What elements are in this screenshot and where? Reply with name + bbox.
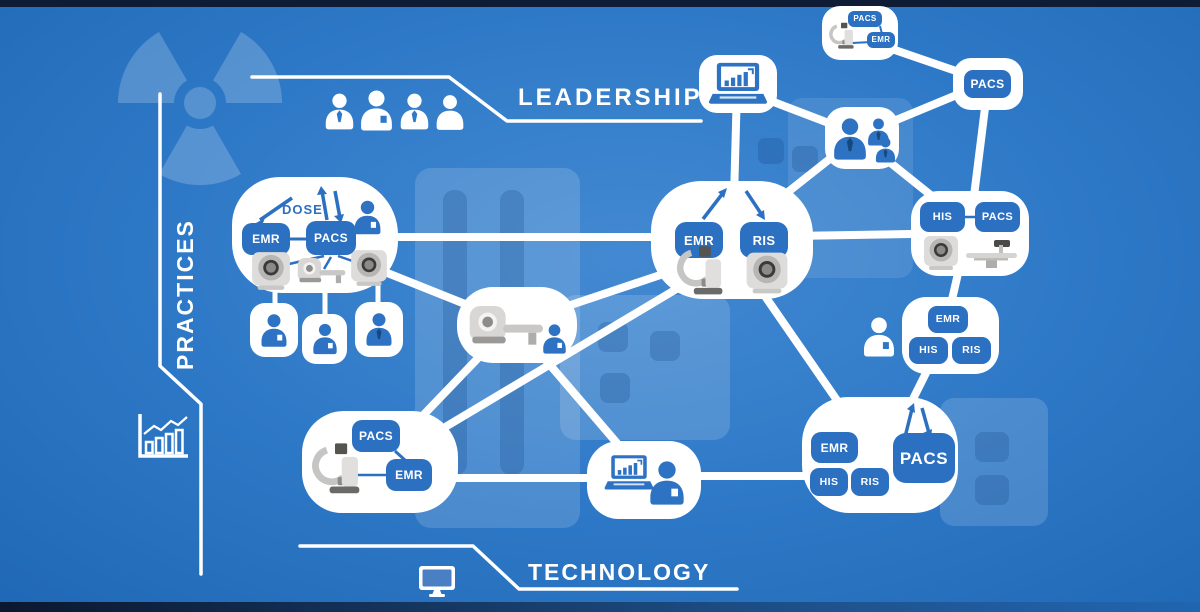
person-tie-icon: [325, 93, 354, 130]
node-laptop-analytics: [699, 55, 777, 113]
c-arm-icon: [667, 245, 731, 297]
technology-label: TECHNOLOGY: [528, 559, 711, 585]
system-box-emr: EMR: [386, 459, 432, 491]
person-tie-icon: [366, 313, 392, 346]
xray-table-icon: [961, 239, 1023, 269]
letterbox-top: [0, 0, 1200, 7]
practices-line: [158, 92, 203, 576]
system-box-his: HIS: [909, 337, 948, 364]
letterbox-bottom: [0, 602, 1200, 612]
node-laptop-user: [587, 441, 701, 519]
person-badge-icon: [543, 324, 566, 354]
person-badge-icon: [354, 200, 381, 235]
growth-chart-icon: [138, 414, 188, 458]
node-hospital-center: EMR RIS: [651, 181, 813, 299]
node-satellite-imaging-top: PACS EMR: [822, 6, 898, 60]
mri-scanner-icon: [467, 299, 547, 353]
system-box-ris: RIS: [851, 468, 889, 496]
person-badge-icon: [261, 314, 287, 347]
system-box-pacs: PACS: [352, 420, 400, 452]
system-box-emr: EMR: [811, 432, 858, 463]
person-tie-icon: [868, 118, 889, 146]
system-box-emr: EMR: [867, 32, 895, 48]
system-box-ris: RIS: [952, 337, 991, 364]
person-tie-icon: [400, 93, 429, 130]
system-box-pacs: PACS: [964, 70, 1011, 98]
node-internal-links: [701, 188, 765, 221]
node-mri-site: [457, 287, 577, 363]
system-box-emr: EMR: [928, 306, 968, 333]
system-box-ris: RIS: [740, 222, 788, 258]
node-staff-2: [302, 314, 347, 364]
person-icon: [436, 95, 464, 130]
section-guide-lines: [158, 75, 739, 591]
practices-label: PRACTICES: [172, 219, 198, 370]
ct-scanner-icon: [743, 251, 791, 295]
system-box-pacs: PACS: [893, 433, 955, 483]
laptop-chart-icon: [707, 61, 769, 107]
system-box-pacs: PACS: [848, 11, 882, 27]
person-tie-icon: [875, 137, 896, 163]
person-badge-icon: [313, 323, 337, 355]
node-staff-1: [250, 303, 298, 357]
mri-scanner-icon: [296, 255, 348, 287]
node-people-pair: [825, 107, 899, 169]
person-badge-icon: [864, 317, 894, 357]
system-box-emr: EMR: [242, 223, 290, 255]
c-arm-icon: [308, 433, 362, 505]
system-box-his: HIS: [810, 468, 848, 496]
person-tie-icon: [834, 118, 866, 160]
ct-scanner-icon: [248, 251, 294, 291]
technology-line: [298, 544, 739, 591]
dose-label: DOSE: [282, 202, 323, 217]
node-enterprise-site: EMR HIS RIS PACS: [802, 397, 958, 513]
system-box-his: HIS: [920, 202, 965, 232]
monitor-icon: [419, 566, 455, 597]
node-pacs-hub: PACS: [953, 58, 1023, 110]
person-badge-icon: [650, 461, 684, 505]
node-his-pacs-site: HIS PACS: [911, 191, 1029, 276]
system-box-pacs: PACS: [975, 202, 1020, 232]
ct-scanner-icon: [921, 235, 961, 271]
node-imaging-bottom-left: PACS EMR: [302, 411, 458, 513]
system-box-pacs: PACS: [306, 221, 356, 255]
person-badge-icon: [361, 90, 392, 131]
leadership-label: LEADERSHIP: [518, 84, 703, 111]
radiation-icon: [118, 31, 282, 185]
node-clinic-site: EMR HIS RIS: [902, 297, 999, 374]
node-radiology-practice: DOSE EMR PACS: [232, 177, 398, 293]
node-staff-3: [355, 302, 403, 357]
node-internal-links: [964, 215, 977, 219]
ct-scanner-icon: [348, 249, 390, 287]
leadership-line: [250, 75, 703, 123]
